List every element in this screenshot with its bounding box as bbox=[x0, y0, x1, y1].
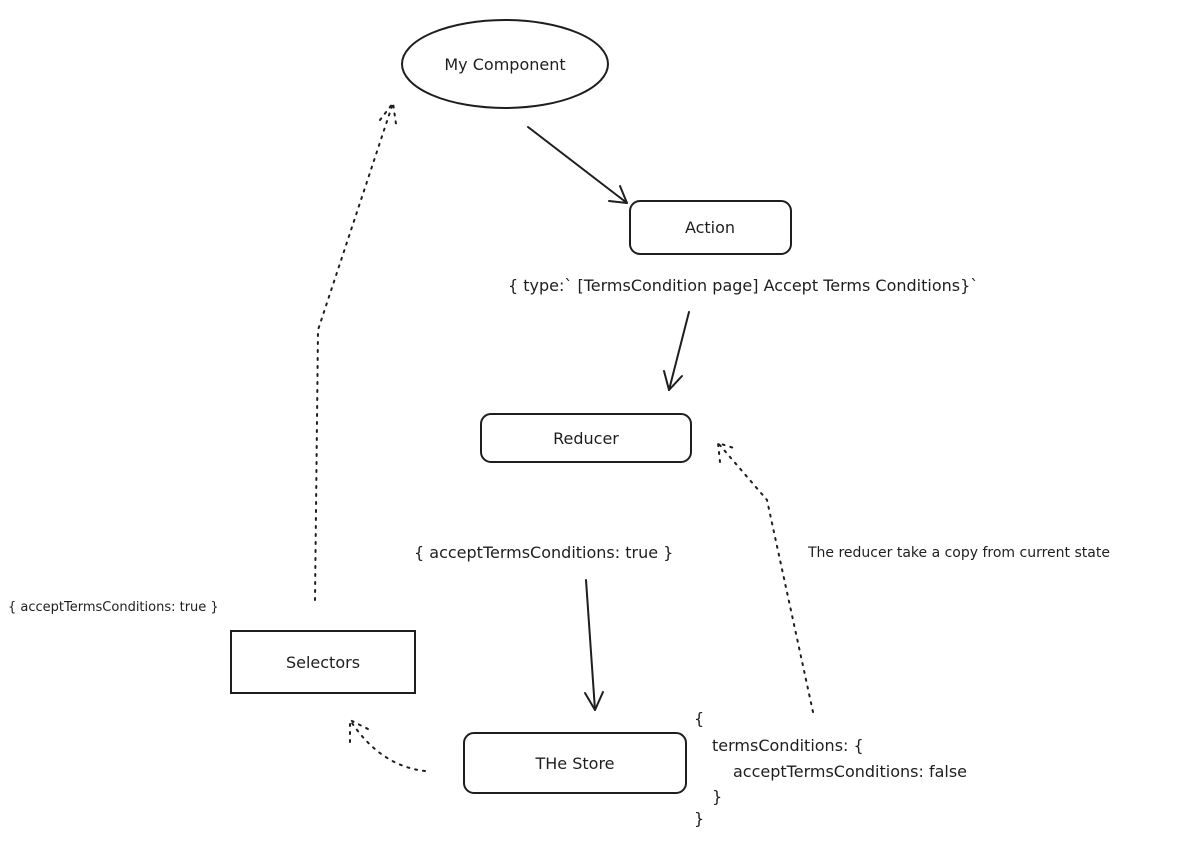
arrow-line bbox=[349, 719, 426, 772]
arrow-head bbox=[717, 442, 738, 463]
selector-output-text: { acceptTermsConditions: true } bbox=[8, 600, 219, 615]
arrow-head bbox=[584, 691, 604, 711]
arrow-line bbox=[717, 442, 814, 713]
reducer-label: Reducer bbox=[553, 429, 619, 448]
dotted-arrow-selectors-to-component bbox=[314, 102, 397, 601]
arrow-head bbox=[663, 370, 683, 391]
action-box bbox=[629, 200, 792, 255]
arrow-line bbox=[585, 579, 596, 711]
action-payload-text: { type:` [TermsCondition page] Accept Te… bbox=[508, 276, 978, 295]
store-state-line: acceptTermsConditions: false bbox=[733, 762, 967, 781]
store-node: THe Store bbox=[463, 732, 687, 794]
selectors-box bbox=[230, 630, 416, 694]
reducer-output-text: { acceptTermsConditions: true } bbox=[414, 543, 673, 562]
store-state-line: } bbox=[694, 809, 704, 828]
arrow-head bbox=[349, 719, 371, 743]
my-component-label: My Component bbox=[444, 55, 565, 74]
arrow-reducer-to-store bbox=[584, 579, 604, 711]
store-state-line: termsConditions: { bbox=[712, 736, 864, 755]
store-state-block: { termsConditions: { acceptTermsConditio… bbox=[694, 709, 967, 828]
reducer-box bbox=[480, 413, 692, 463]
selectors-label: Selectors bbox=[286, 653, 360, 672]
my-component-node: My Component bbox=[401, 19, 609, 109]
dotted-arrow-store-to-reducer bbox=[717, 442, 814, 713]
store-label: THe Store bbox=[534, 754, 614, 773]
my-component-ellipse bbox=[401, 19, 609, 109]
action-node: Action bbox=[629, 200, 792, 255]
arrow-line bbox=[668, 311, 690, 391]
store-state-line: } bbox=[712, 787, 722, 806]
arrow-line bbox=[527, 126, 628, 204]
action-label: Action bbox=[685, 218, 735, 237]
store-state-line: { bbox=[694, 709, 704, 728]
arrow-head bbox=[379, 102, 397, 125]
reducer-node: Reducer bbox=[480, 413, 692, 463]
arrow-component-to-action bbox=[527, 126, 628, 204]
store-box bbox=[463, 732, 687, 794]
arrow-head bbox=[608, 185, 628, 204]
dotted-arrow-store-to-selectors bbox=[349, 719, 426, 772]
reducer-note-text: The reducer take a copy from current sta… bbox=[807, 545, 1110, 561]
selectors-node: Selectors bbox=[230, 630, 416, 694]
arrow-line bbox=[314, 102, 394, 601]
arrow-action-to-reducer bbox=[663, 311, 690, 391]
